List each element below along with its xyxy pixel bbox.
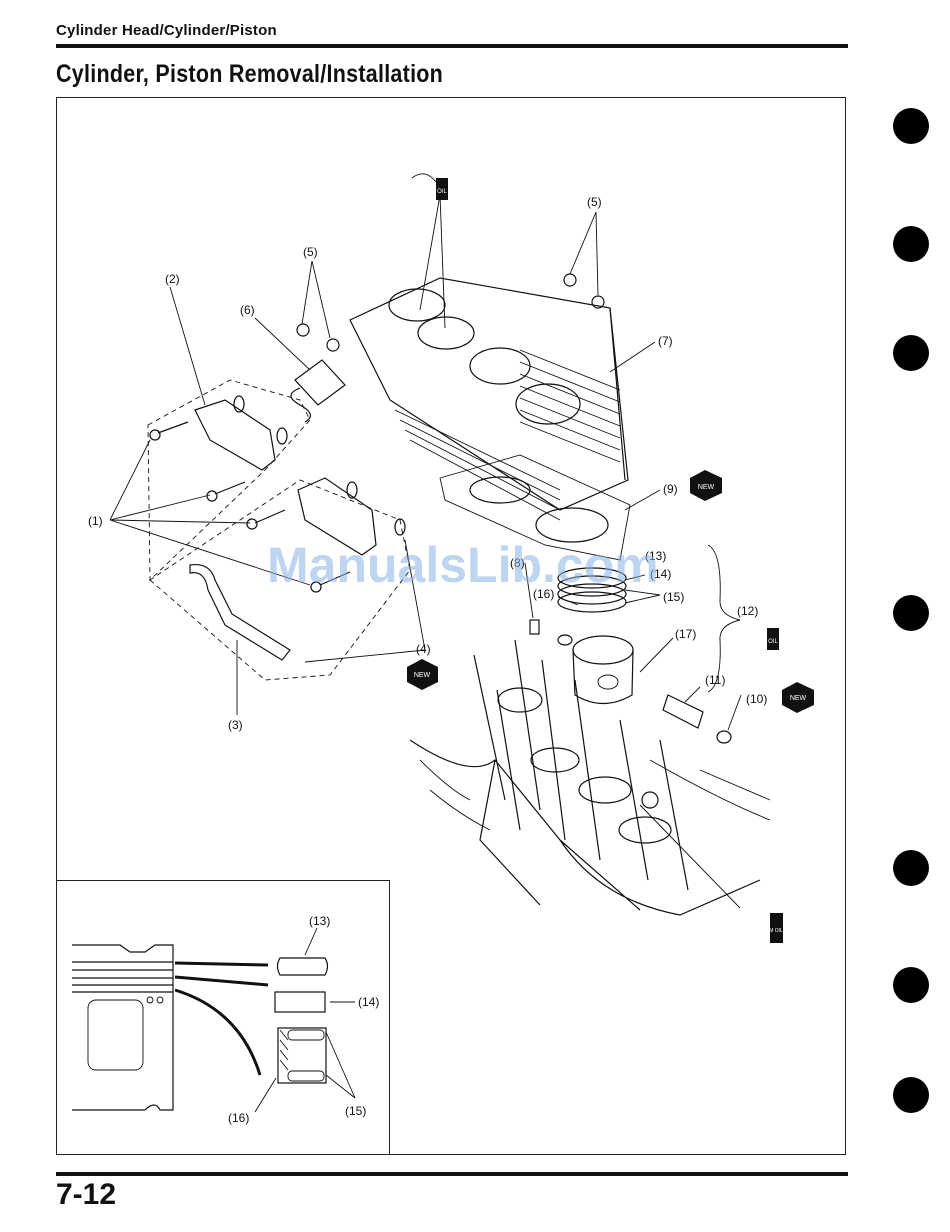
svg-text:M OIL: M OIL bbox=[769, 928, 783, 934]
inset-callout-13: (13) bbox=[309, 914, 330, 928]
svg-text:NEW: NEW bbox=[414, 672, 431, 679]
binder-hole-6 bbox=[893, 967, 929, 1003]
moil-tag: M OIL bbox=[769, 913, 783, 943]
page-number: 7-12 bbox=[56, 1178, 116, 1212]
callout-6: (6) bbox=[240, 303, 255, 317]
binder-hole-2 bbox=[893, 226, 929, 262]
dowel-pin bbox=[530, 620, 539, 634]
callout-10: (10) bbox=[746, 692, 767, 706]
callout-11: (11) bbox=[705, 673, 725, 687]
callout-12: (12) bbox=[737, 604, 758, 618]
callout-1: (1) bbox=[88, 514, 103, 528]
inset-piston-detail bbox=[72, 945, 268, 1110]
callout-17: (17) bbox=[675, 627, 696, 641]
inset-top-ring bbox=[278, 958, 328, 975]
bracket bbox=[291, 360, 345, 422]
new-tag-9: NEW bbox=[690, 470, 722, 501]
new-tag-4: NEW bbox=[407, 659, 438, 690]
watermark: ManualsLib.com bbox=[267, 537, 659, 593]
inset-callout-15: (15) bbox=[345, 1104, 366, 1118]
inset-second-ring bbox=[275, 992, 355, 1012]
pin-clip bbox=[717, 731, 731, 743]
svg-text:OIL: OIL bbox=[768, 639, 778, 645]
binder-hole-1 bbox=[893, 108, 929, 144]
oil-tag-top: OIL bbox=[412, 174, 448, 200]
callout-5-right: (5) bbox=[587, 195, 602, 209]
inset-callout-16: (16) bbox=[228, 1111, 249, 1125]
callout-4: (4) bbox=[416, 642, 431, 656]
cylinder-block bbox=[350, 278, 628, 520]
callout-9: (9) bbox=[663, 482, 678, 496]
oil-tag-right: OIL bbox=[767, 628, 779, 650]
callout-2: (2) bbox=[165, 272, 180, 286]
svg-text:OIL: OIL bbox=[437, 189, 447, 195]
new-tag-10: NEW bbox=[782, 682, 814, 713]
nuts bbox=[297, 274, 604, 351]
piston bbox=[573, 636, 633, 704]
callout-5-left: (5) bbox=[303, 245, 318, 259]
pipe-cover-upper bbox=[195, 396, 287, 470]
bottom-rule bbox=[56, 1172, 848, 1176]
svg-text:NEW: NEW bbox=[790, 695, 807, 702]
inset-leaders bbox=[255, 928, 355, 1112]
binder-hole-3 bbox=[893, 335, 929, 371]
binder-hole-5 bbox=[893, 850, 929, 886]
svg-text:NEW: NEW bbox=[698, 484, 715, 491]
clip-left bbox=[558, 635, 572, 645]
callout-15: (15) bbox=[663, 590, 684, 604]
inset-oil-ring bbox=[278, 1028, 326, 1083]
piston-pin bbox=[663, 695, 703, 728]
binder-hole-7 bbox=[893, 1077, 929, 1113]
callout-7: (7) bbox=[658, 334, 673, 348]
callout-3: (3) bbox=[228, 718, 243, 732]
inset-callout-14: (14) bbox=[358, 995, 379, 1009]
binder-hole-4 bbox=[893, 595, 929, 631]
